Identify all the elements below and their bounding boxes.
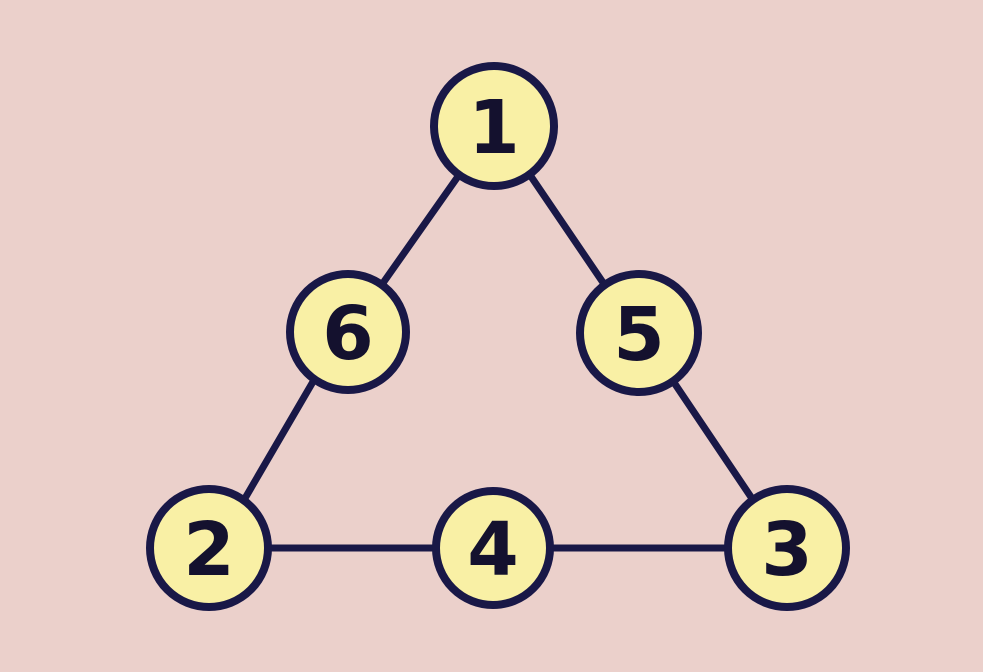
graph-edge-1-6 bbox=[379, 171, 463, 287]
graph-node-circle-3[interactable] bbox=[724, 485, 850, 611]
graph-node-circle-4[interactable] bbox=[432, 487, 554, 609]
graph-node-label-3: 3 bbox=[761, 507, 813, 593]
graph-node-label-1: 1 bbox=[468, 85, 520, 171]
graph-node-2[interactable]: 2 bbox=[146, 485, 272, 611]
graph-node-6[interactable]: 6 bbox=[286, 270, 410, 394]
graph-edges-group bbox=[240, 171, 757, 552]
graph-node-label-5: 5 bbox=[613, 292, 665, 378]
graph-edge-1-5 bbox=[526, 171, 608, 288]
graph-edge-5-3 bbox=[669, 377, 757, 504]
graph-node-4[interactable]: 4 bbox=[432, 487, 554, 609]
graph-node-circle-6[interactable] bbox=[286, 270, 410, 394]
graph-nodes-group: 1 6 5 2 4 3 bbox=[146, 62, 850, 611]
graph-node-label-4: 4 bbox=[467, 507, 519, 593]
graph-node-1[interactable]: 1 bbox=[430, 62, 558, 190]
graph-node-label-2: 2 bbox=[183, 507, 235, 593]
graph-node-circle-2[interactable] bbox=[146, 485, 272, 611]
graph-node-3[interactable]: 3 bbox=[724, 485, 850, 611]
graph-node-label-6: 6 bbox=[322, 291, 374, 377]
graph-node-5[interactable]: 5 bbox=[576, 270, 702, 396]
graph-node-circle-1[interactable] bbox=[430, 62, 558, 190]
graph-node-circle-5[interactable] bbox=[576, 270, 702, 396]
graph-edge-6-2 bbox=[240, 376, 318, 504]
